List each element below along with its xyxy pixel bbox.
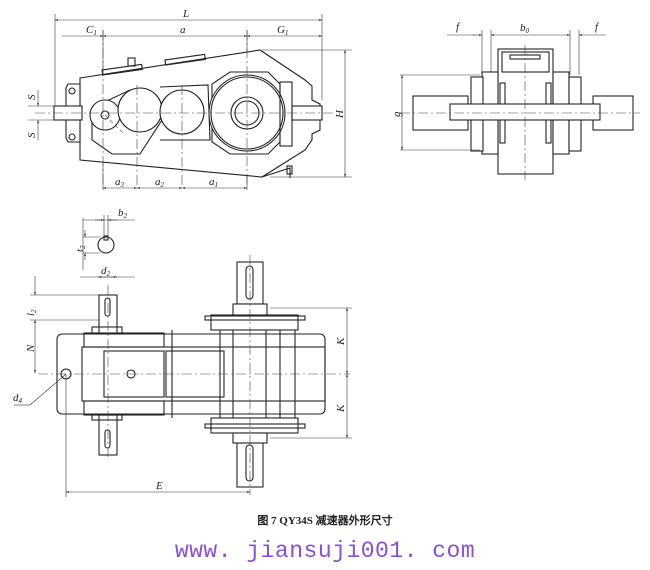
dim-C1: C1 — [86, 24, 97, 37]
dim-f-left: f — [456, 21, 461, 33]
dim-H: H — [334, 109, 346, 119]
dim-K-bottom: K — [335, 404, 347, 413]
dim-g: g — [391, 111, 403, 117]
dim-b0: b0 — [520, 22, 530, 35]
top-view: b2 t2 d2 l2 N — [13, 207, 352, 497]
dim-b2: b2 — [118, 207, 128, 220]
dim-S-bottom: S — [26, 132, 38, 138]
dim-G1: G1 — [277, 24, 288, 37]
dim-t2: t2 — [74, 245, 87, 252]
side-view: f b0 f g — [391, 21, 640, 180]
dim-a2: a2 — [155, 176, 165, 189]
dim-S-top: S — [26, 94, 38, 100]
dim-d4: d4 — [13, 392, 23, 405]
dim-K-top: K — [335, 337, 347, 346]
dim-a3: a3 — [115, 176, 125, 189]
dim-d2: d2 — [101, 265, 111, 278]
shaft-section — [97, 236, 115, 254]
dim-f-right: f — [595, 21, 600, 33]
dim-a: a — [180, 24, 186, 36]
dim-E: E — [155, 480, 163, 492]
dim-l2: l2 — [25, 309, 38, 316]
figure-caption: 图 7 QY34S 减速器外形尺寸 — [257, 515, 393, 527]
watermark-url: www. jiansuji001. com — [174, 538, 476, 564]
breather-plug — [127, 57, 136, 67]
front-view: L C1 a G1 — [26, 8, 352, 190]
dim-L: L — [182, 8, 189, 20]
dim-a1: a1 — [209, 176, 218, 189]
dim-N: N — [25, 344, 37, 353]
